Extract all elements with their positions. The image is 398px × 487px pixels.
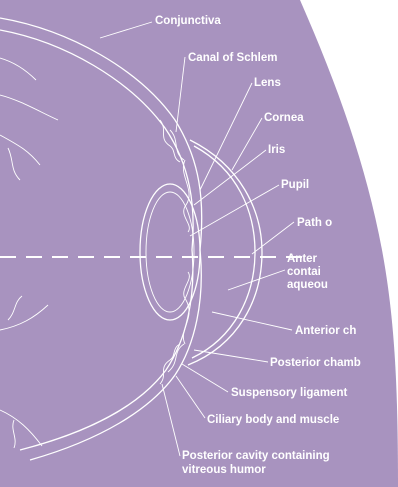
label-conjunctiva: Conjunctiva: [155, 15, 221, 27]
label-suspensory-ligament: Suspensory ligament: [231, 387, 347, 399]
label-posterior-cavity-line1: Posterior cavity containing: [182, 450, 330, 462]
label-path-of-light: Path o: [297, 217, 332, 229]
label-canal-of-schlemm: Canal of Schlem: [188, 52, 277, 64]
label-pupil: Pupil: [281, 179, 309, 191]
label-posterior-chamber: Posterior chamb: [270, 357, 361, 369]
label-ciliary-body: Ciliary body and muscle: [207, 414, 339, 426]
label-anterior-chamber: Anterior ch: [295, 325, 356, 337]
label-anterior-cavity-line2: contai: [287, 266, 321, 278]
label-iris: Iris: [268, 144, 285, 156]
label-lens: Lens: [254, 77, 281, 89]
label-cornea: Cornea: [264, 112, 304, 124]
label-anterior-cavity-line3: aqueou: [287, 279, 328, 291]
label-posterior-cavity-line2: vitreous humor: [182, 464, 266, 476]
label-anterior-cavity-line1: Anter: [287, 253, 318, 265]
